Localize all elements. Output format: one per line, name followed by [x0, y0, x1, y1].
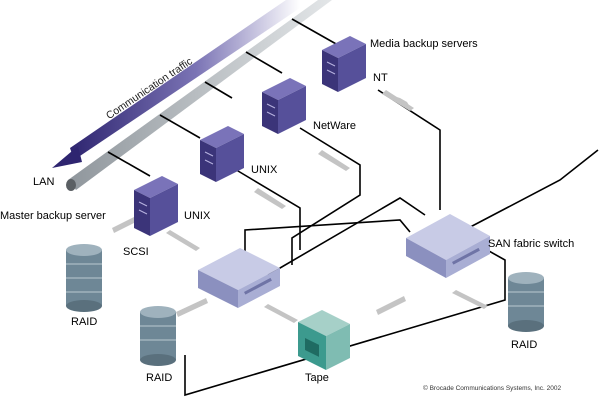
lan-backbone: [66, 0, 332, 191]
netware-label: NetWare: [313, 120, 356, 132]
san-switch-icon: [406, 214, 490, 278]
traffic-arrow: [52, 0, 300, 168]
lan-label: LAN: [33, 176, 55, 188]
scsi-label: SCSI: [123, 246, 149, 258]
media-servers-label: Media backup servers: [370, 38, 478, 50]
raid-label: RAID: [511, 339, 538, 351]
server-unix-icon: [200, 126, 244, 182]
raid-storage-icon: [508, 272, 544, 332]
nt-label: NT: [373, 72, 388, 84]
master-server-label: Master backup server: [0, 210, 106, 222]
raid-storage-icon: [140, 306, 176, 366]
tape-label: Tape: [305, 372, 329, 384]
tape-library-icon: [298, 310, 350, 370]
unix-label-lower: UNIX: [184, 210, 211, 222]
server-master-icon: [134, 176, 178, 236]
hub-switch-icon: [198, 248, 280, 308]
unix-label-upper: UNIX: [251, 164, 278, 176]
raid-label: RAID: [146, 372, 173, 384]
raid-storage-icon: [66, 244, 102, 312]
copyright-text: © Brocade Communications Systems, Inc. 2…: [423, 385, 562, 392]
server-nt-icon: [322, 36, 366, 92]
san-switch-label: SAN fabric switch: [488, 238, 575, 250]
server-netware-icon: [262, 78, 306, 134]
raid-label: RAID: [71, 316, 98, 328]
